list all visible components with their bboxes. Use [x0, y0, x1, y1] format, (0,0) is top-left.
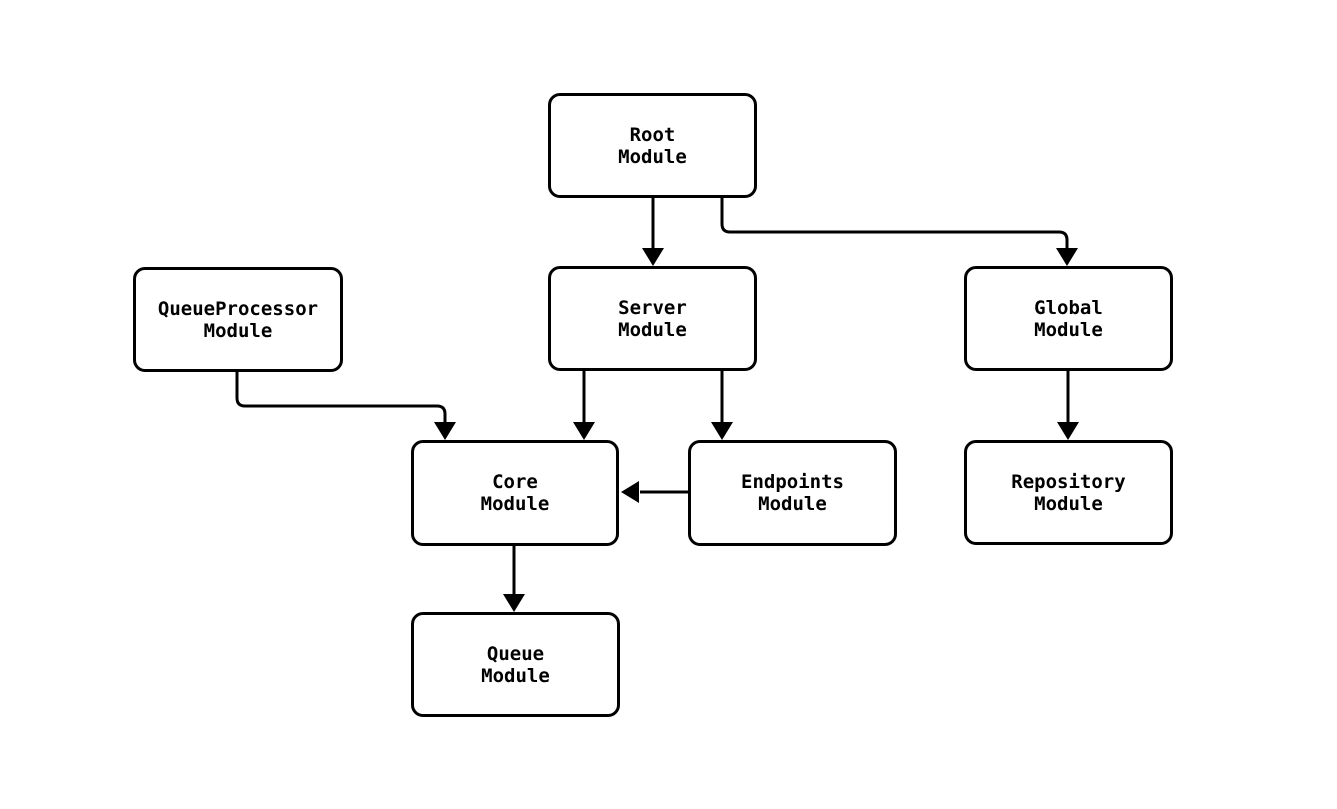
arrowhead-down-icon — [434, 422, 456, 440]
node-queueprocessor-module: QueueProcessor Module — [133, 267, 343, 372]
node-endpoints-module: Endpoints Module — [688, 440, 897, 546]
node-label-line2: Module — [618, 318, 687, 341]
node-label-line2: Module — [618, 145, 687, 168]
node-label-line1: Root — [629, 123, 676, 146]
edge-root-to-server — [642, 198, 664, 266]
node-label-line2: Module — [1034, 318, 1103, 341]
arrowhead-left-icon — [621, 481, 639, 503]
node-label-line2: Module — [481, 664, 550, 687]
node-core-module: Core Module — [411, 440, 619, 546]
node-label-line2: Module — [480, 493, 550, 515]
node-label-line1: Core — [492, 471, 538, 493]
node-label-line2: Module — [1034, 492, 1103, 515]
edge-server-to-endpoints — [711, 371, 733, 440]
edge-root-to-global — [720, 198, 1078, 266]
node-label-line1: Global — [1034, 296, 1103, 319]
edge-server-to-core — [573, 371, 595, 440]
node-server-module: Server Module — [548, 266, 757, 371]
node-root-module: Root Module — [548, 93, 757, 198]
node-label-line2: Module — [758, 493, 827, 515]
edge-global-to-repository — [1057, 371, 1079, 440]
node-global-module: Global Module — [964, 266, 1173, 371]
node-label-line1: Repository — [1011, 470, 1126, 493]
arrowhead-down-icon — [503, 594, 525, 612]
edge-endpoints-to-core — [621, 481, 688, 503]
node-repository-module: Repository Module — [964, 440, 1173, 545]
node-queue-module: Queue Module — [411, 612, 620, 717]
node-label-line2: Module — [203, 319, 273, 342]
arrowhead-down-icon — [573, 422, 595, 440]
arrowhead-down-icon — [1056, 248, 1078, 266]
node-label-line1: Server — [618, 296, 687, 319]
arrowhead-down-icon — [642, 248, 664, 266]
arrowhead-down-icon — [1057, 422, 1079, 440]
arrowhead-down-icon — [711, 422, 733, 440]
node-label-line1: Endpoints — [741, 471, 844, 493]
node-label-line1: Queue — [486, 642, 545, 665]
edge-queueprocessor-to-core — [235, 371, 456, 440]
node-label-line1: QueueProcessor — [157, 297, 319, 320]
edge-core-to-queue — [503, 546, 525, 612]
